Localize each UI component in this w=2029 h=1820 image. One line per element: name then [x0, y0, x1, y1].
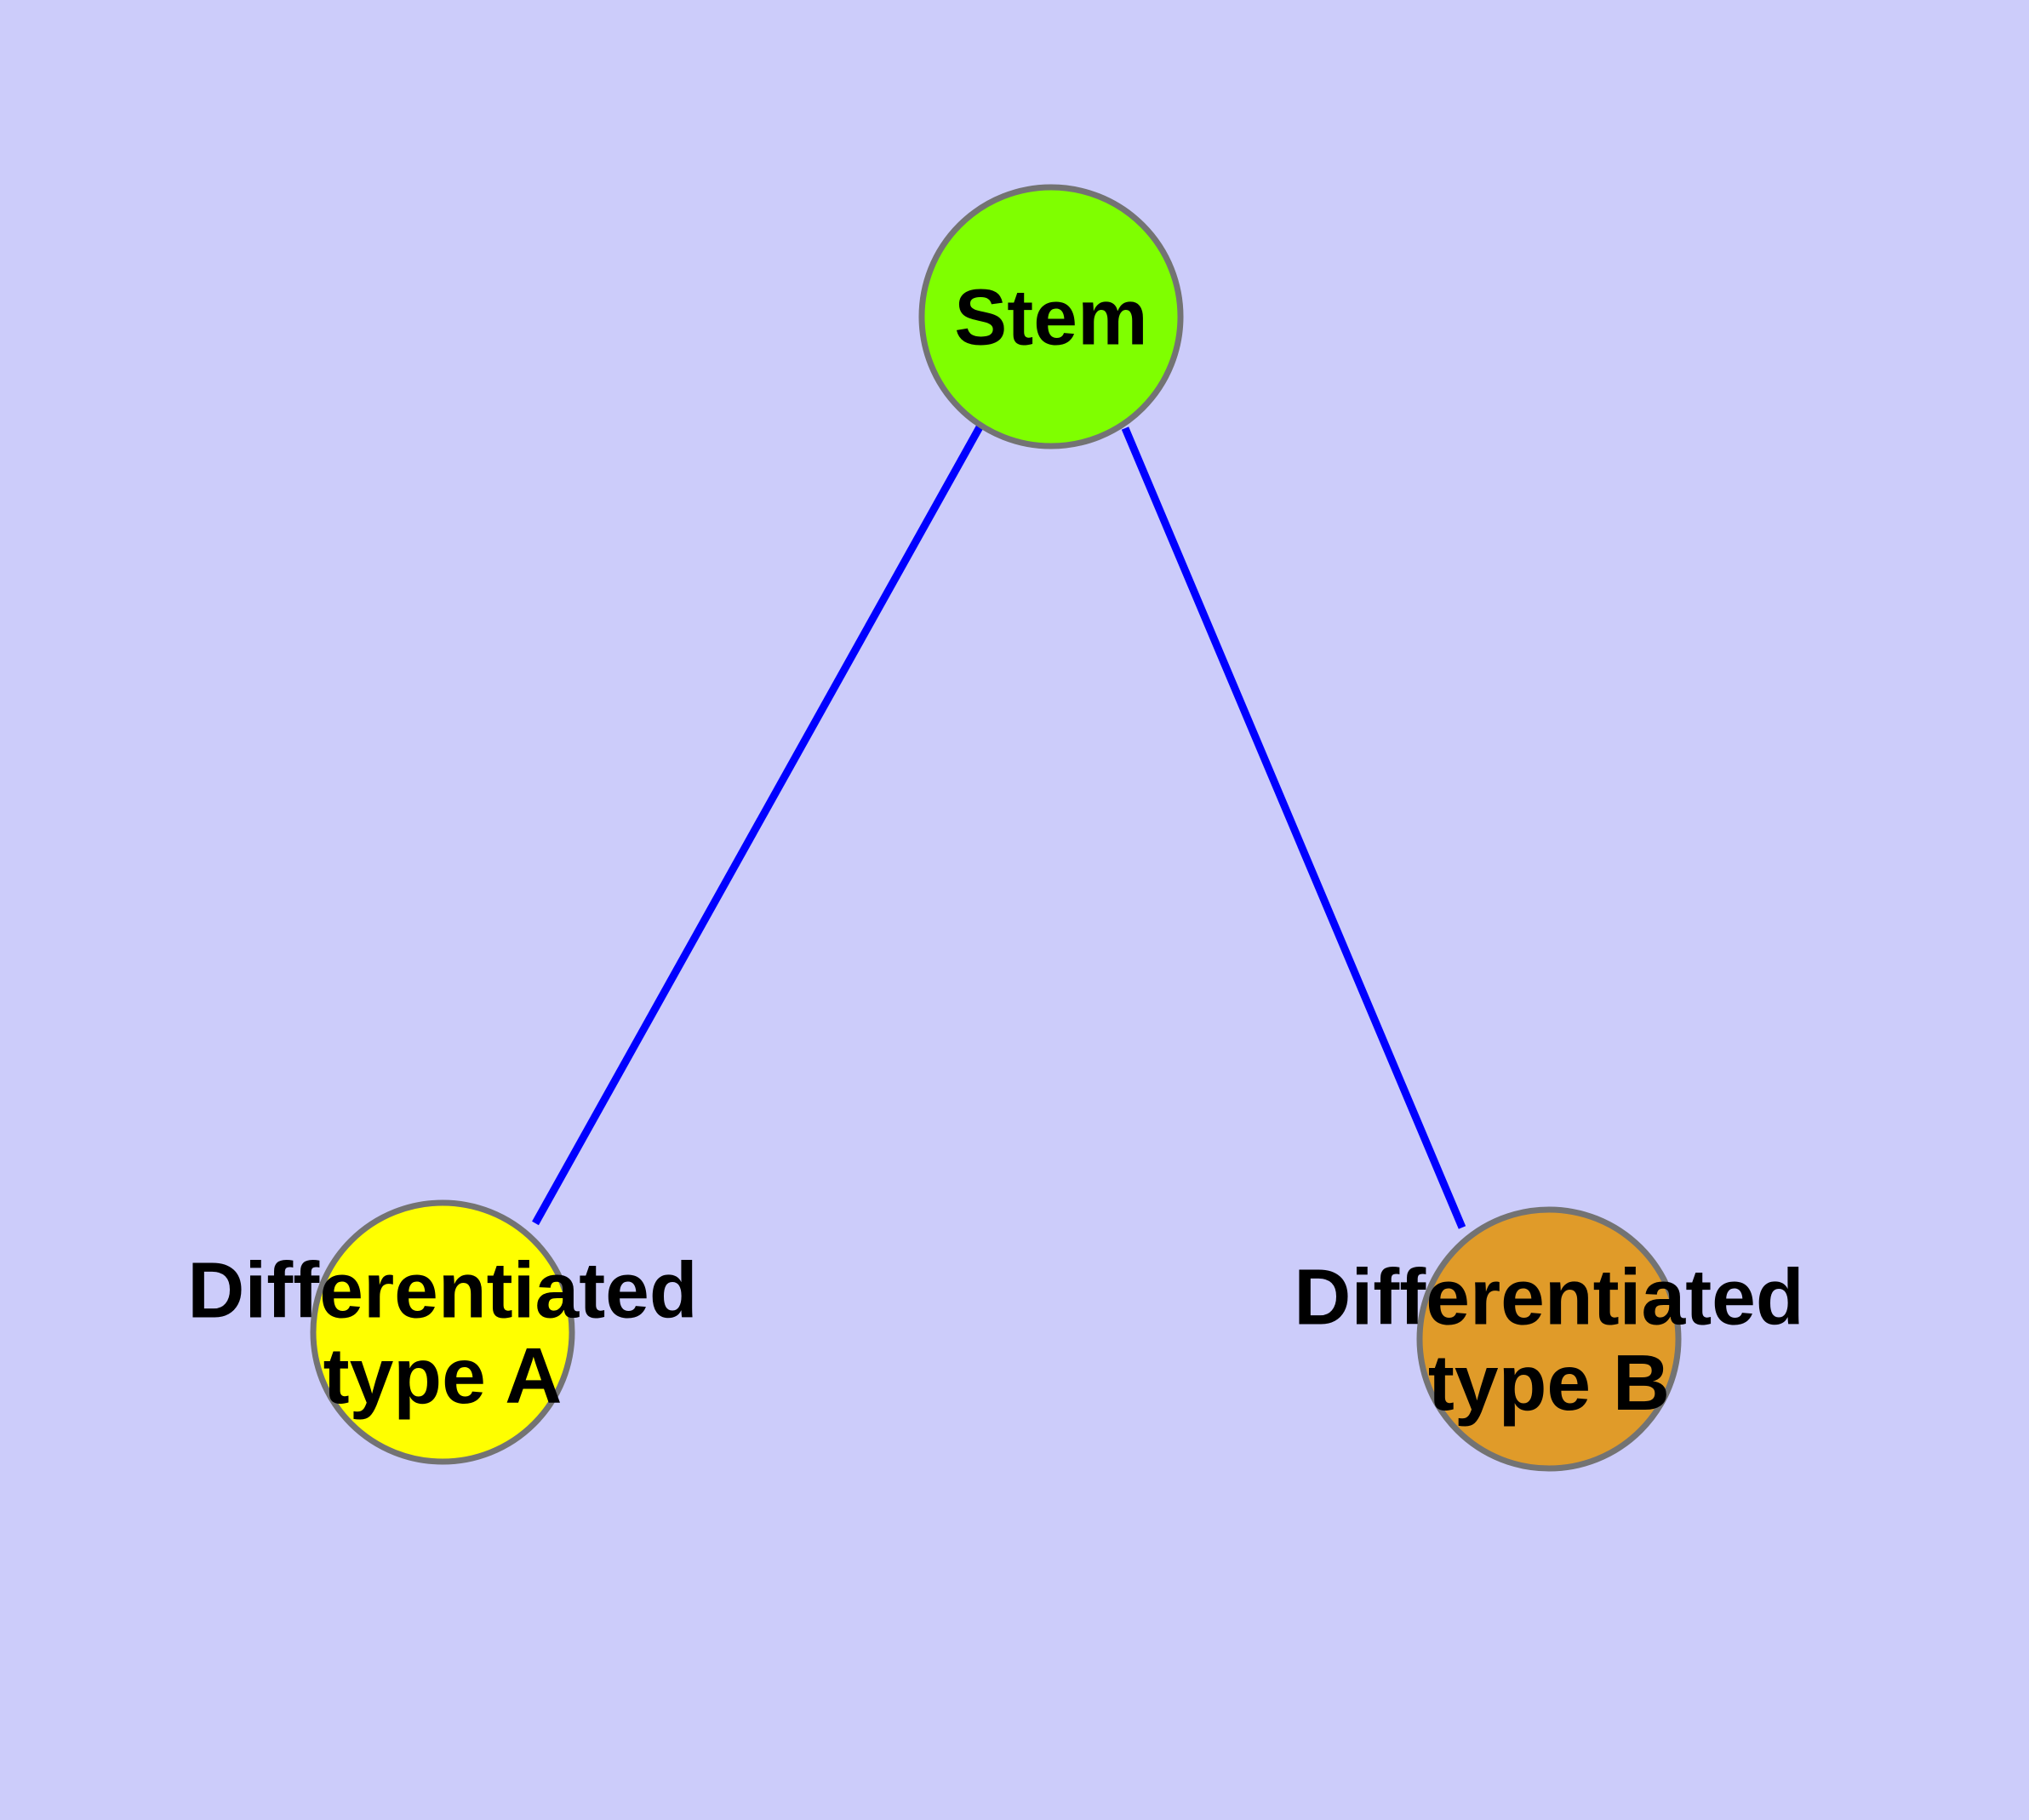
node-diff-a-label-line: Differentiated [187, 1245, 697, 1334]
node-diff-a-circle[interactable] [310, 1199, 575, 1465]
node-diff-b-label-line: type B [1428, 1338, 1670, 1427]
edge-stem-to-diff-a[interactable] [532, 423, 984, 1226]
node-diff-a[interactable] [310, 1199, 575, 1465]
node-stem-label-line: Stem [954, 273, 1147, 362]
edge-layer [532, 423, 1466, 1229]
node-diff-b-label-line: Differentiated [1294, 1252, 1803, 1341]
node-layer [310, 184, 1682, 1472]
node-diff-b[interactable] [1416, 1206, 1682, 1472]
node-diff-b-circle[interactable] [1416, 1206, 1682, 1472]
node-diff-a-label-line: type A [323, 1331, 563, 1420]
node-stem-label: Stem [954, 273, 1147, 362]
node-stem-circle[interactable] [918, 184, 1184, 449]
edge-stem-to-diff-b[interactable] [1121, 426, 1466, 1229]
node-stem[interactable] [918, 184, 1184, 449]
